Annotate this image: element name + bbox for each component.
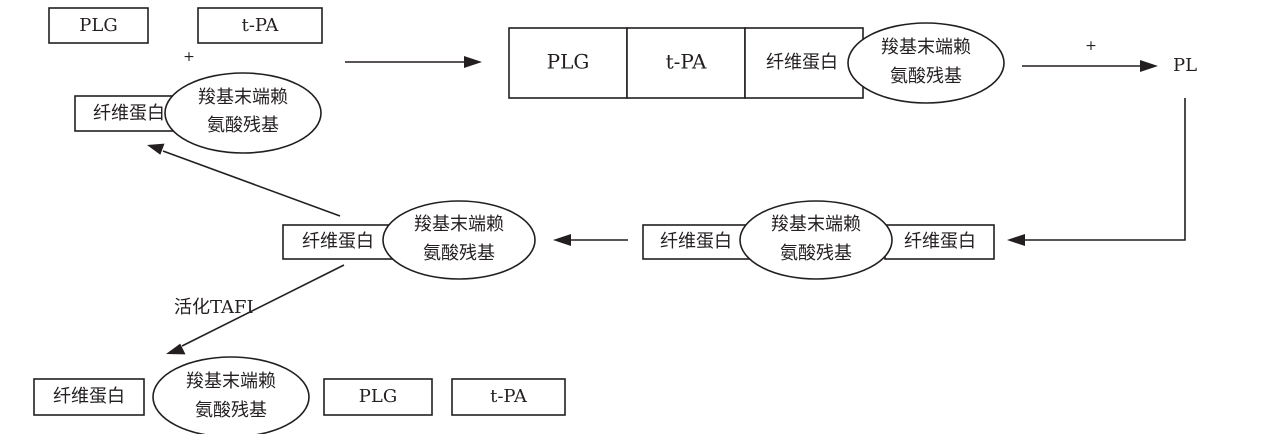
- arrow-pl-to-degradation: [1007, 98, 1186, 246]
- cleavage-lysine-ellipse: [739, 200, 893, 280]
- final-fibrin-box: [33, 378, 145, 416]
- complex-lysine-line1: 羧基末端赖: [881, 37, 971, 58]
- arrow-to-exposed-lysine: [553, 234, 628, 246]
- final-tpa-label: t-PA: [490, 386, 528, 407]
- complex-tpa-label: t-PA: [666, 50, 707, 74]
- final-plg-label: PLG: [359, 386, 397, 407]
- group-final-components: 纤维蛋白 羧基末端赖 氨酸残基 PLG t-PA: [33, 356, 566, 434]
- exposed-lysine-ellipse: [382, 200, 536, 280]
- group-fibrin-cleavage: 纤维蛋白 纤维蛋白 羧基末端赖 氨酸残基: [642, 200, 995, 280]
- arrow-to-pl: +: [1022, 38, 1158, 72]
- complex-lysine-line2: 氨酸残基: [890, 66, 962, 87]
- fibrin-box-left: [642, 224, 750, 260]
- lysine-residue-ellipse: [164, 72, 322, 154]
- exposed-lysine-line1: 羧基末端赖: [414, 214, 504, 235]
- final-lysine-line2: 氨酸残基: [195, 400, 267, 421]
- complex-fibrin-cell: [744, 27, 864, 99]
- final-lysine-line1: 羧基末端赖: [186, 371, 276, 392]
- arrow-to-complex: [345, 56, 482, 68]
- plg-box: [48, 7, 149, 44]
- exposed-lysine-line2: 氨酸残基: [423, 243, 495, 264]
- tpa-box: [197, 7, 323, 44]
- group-ternary-complex: PLG t-PA 纤维蛋白 羧基末端赖 氨酸残基: [508, 22, 1005, 104]
- plg-label: PLG: [79, 15, 117, 36]
- fibrin-box-exposed: [282, 224, 394, 260]
- fibrin-label: 纤维蛋白: [93, 103, 165, 124]
- arrow-back-to-fibrin: [147, 143, 341, 217]
- group-initial-components: PLG t-PA + 纤维蛋白 羧基末端赖 氨酸残基: [48, 7, 323, 154]
- final-lysine-ellipse: [152, 356, 310, 434]
- cleavage-lysine-line2: 氨酸残基: [780, 243, 852, 264]
- complex-fibrin-label: 纤维蛋白: [766, 52, 838, 73]
- complex-lysine-ellipse: [847, 22, 1005, 104]
- tpa-label: t-PA: [242, 15, 280, 36]
- lysine-label-line1: 羧基末端赖: [198, 87, 288, 108]
- arrow-tafi-cleavage: 活化TAFI: [166, 264, 345, 355]
- plus-sign: +: [183, 49, 195, 65]
- final-fibrin-label: 纤维蛋白: [53, 386, 125, 407]
- fibrin-box-right: [884, 224, 995, 260]
- cleavage-lysine-line1: 羧基末端赖: [771, 214, 861, 235]
- complex-plg-label: PLG: [547, 50, 590, 74]
- lysine-label-line2: 氨酸残基: [207, 115, 279, 136]
- pl-label: PL: [1173, 55, 1197, 76]
- fibrin-label-right: 纤维蛋白: [904, 231, 976, 252]
- group-exposed-lysine: 纤维蛋白 羧基末端赖 氨酸残基: [282, 200, 536, 280]
- activate-tafi-label: 活化TAFI: [174, 297, 254, 318]
- plus-sign: +: [1085, 38, 1097, 54]
- final-tpa-box: [451, 378, 566, 416]
- fibrin-label-exposed: 纤维蛋白: [302, 231, 374, 252]
- final-plg-box: [323, 378, 433, 416]
- fibrin-label-left: 纤维蛋白: [660, 231, 732, 252]
